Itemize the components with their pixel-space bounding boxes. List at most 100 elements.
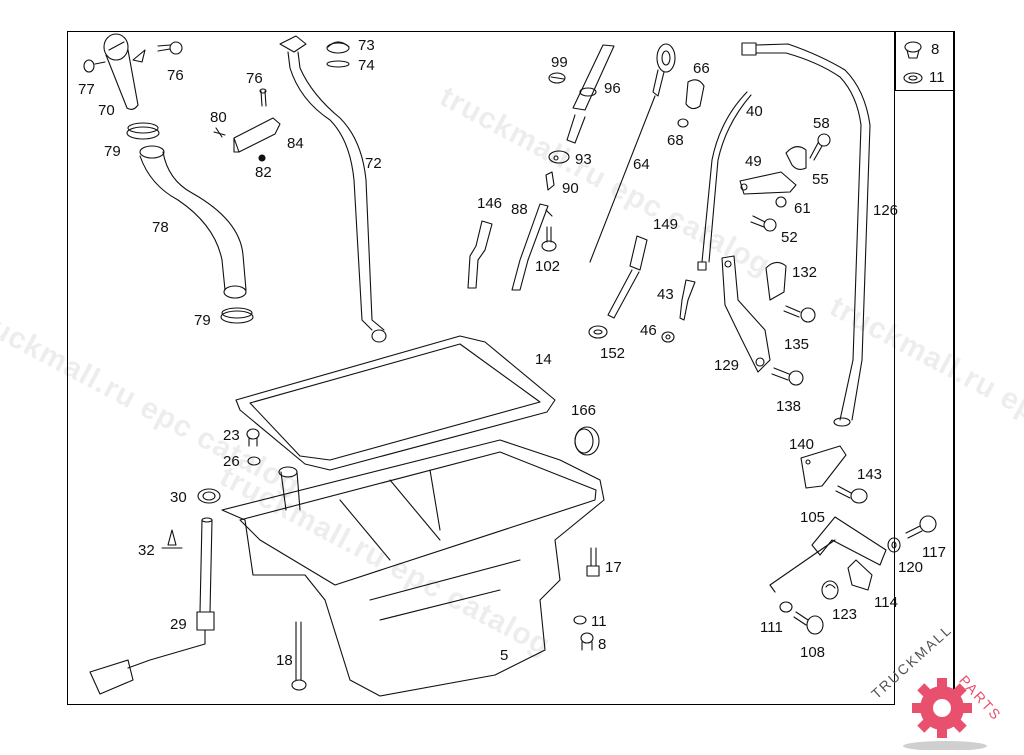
- part-43-fitting[interactable]: [679, 279, 696, 321]
- part-132-clamp[interactable]: [765, 261, 787, 301]
- callout-78[interactable]: 78: [152, 219, 169, 236]
- callout-8[interactable]: 8: [598, 636, 607, 653]
- callout-55[interactable]: 55: [812, 171, 829, 188]
- callout-80[interactable]: 80: [210, 109, 227, 126]
- part-61-nut[interactable]: [775, 196, 787, 208]
- part-14-gasket[interactable]: [235, 335, 556, 471]
- callout-23[interactable]: 23: [223, 427, 240, 444]
- callout-117[interactable]: 117: [922, 544, 946, 561]
- callout-74[interactable]: 74: [358, 57, 375, 74]
- callout-82[interactable]: 82: [255, 164, 272, 181]
- callout-138[interactable]: 138: [776, 398, 802, 415]
- callout-61[interactable]: 61: [794, 200, 811, 217]
- part-73-cap[interactable]: [326, 41, 350, 54]
- part-79-clamp-lower[interactable]: [220, 307, 254, 324]
- callout-79a[interactable]: 79: [104, 143, 121, 160]
- callout-11[interactable]: 11: [591, 613, 607, 630]
- part-17-bolt[interactable]: [586, 547, 600, 577]
- callout-46[interactable]: 46: [640, 322, 657, 339]
- part-5-oil-pan[interactable]: [221, 439, 605, 697]
- part-8-plug[interactable]: [580, 632, 594, 651]
- callout-146[interactable]: 146: [477, 195, 503, 212]
- part-88-bracket[interactable]: [511, 203, 553, 291]
- part-120-washer[interactable]: [887, 537, 901, 553]
- callout-17[interactable]: 17: [605, 559, 622, 576]
- callout-166[interactable]: 166: [571, 402, 597, 419]
- callout-76b[interactable]: 76: [246, 70, 263, 87]
- part-143-bolt[interactable]: [835, 485, 868, 504]
- part-64-dipstick[interactable]: [589, 43, 676, 263]
- part-46-washer[interactable]: [661, 331, 675, 343]
- callout-58[interactable]: 58: [813, 115, 830, 132]
- part-26-seal[interactable]: [247, 456, 261, 466]
- part-102-bolt[interactable]: [541, 226, 557, 252]
- callout-135[interactable]: 135: [784, 336, 810, 353]
- callout-114[interactable]: 114: [874, 594, 898, 611]
- part-152-washer[interactable]: [588, 325, 608, 339]
- part-123-clip[interactable]: [821, 580, 839, 600]
- part-68-o-ring[interactable]: [677, 118, 689, 128]
- callout-108[interactable]: 108: [800, 644, 826, 661]
- part-74-seal[interactable]: [326, 60, 350, 68]
- callout-64[interactable]: 64: [633, 156, 650, 173]
- part-58-bolt[interactable]: [809, 133, 831, 161]
- part-84-bracket[interactable]: [233, 117, 281, 162]
- part-90-fitting[interactable]: [545, 171, 555, 191]
- part-79-clamp-upper[interactable]: [126, 122, 160, 140]
- callout-29[interactable]: 29: [170, 616, 187, 633]
- callout-105[interactable]: 105: [800, 509, 826, 526]
- part-129-strut[interactable]: [721, 255, 771, 373]
- callout-66[interactable]: 66: [693, 60, 710, 77]
- part-18-bolt[interactable]: [291, 621, 307, 691]
- callout-52[interactable]: 52: [781, 229, 798, 246]
- part-11-washer[interactable]: [573, 615, 587, 625]
- callout-40[interactable]: 40: [746, 103, 763, 120]
- part-76-bolt[interactable]: [157, 41, 183, 55]
- part-80-screw[interactable]: [213, 127, 226, 138]
- callout-79b[interactable]: 79: [194, 312, 211, 329]
- callout-102[interactable]: 102: [535, 258, 561, 275]
- callout-129[interactable]: 129: [714, 357, 740, 374]
- callout-18[interactable]: 18: [276, 652, 293, 669]
- part-140-plate[interactable]: [800, 445, 847, 489]
- callout-84[interactable]: 84: [287, 135, 304, 152]
- callout-99[interactable]: 99: [551, 54, 568, 71]
- part-105-bracket[interactable]: [769, 516, 887, 593]
- callout-32[interactable]: 32: [138, 542, 155, 559]
- callout-77[interactable]: 77: [78, 81, 95, 98]
- callout-5[interactable]: 5: [500, 647, 509, 664]
- part-30-seal[interactable]: [197, 488, 221, 504]
- callout-68[interactable]: 68: [667, 132, 684, 149]
- callout-132[interactable]: 132: [792, 264, 818, 281]
- part-70-filler-neck[interactable]: [103, 33, 146, 111]
- callout-72[interactable]: 72: [365, 155, 382, 172]
- part-52-bolt[interactable]: [750, 215, 777, 232]
- part-126-long-tube[interactable]: [741, 42, 871, 427]
- callout-143[interactable]: 143: [857, 466, 883, 483]
- part-111-washer[interactable]: [779, 601, 793, 613]
- callout-90[interactable]: 90: [562, 180, 579, 197]
- callout-126[interactable]: 126: [873, 202, 899, 219]
- callout-43[interactable]: 43: [657, 286, 674, 303]
- callout-26[interactable]: 26: [223, 453, 240, 470]
- part-32-bracket[interactable]: [161, 529, 183, 549]
- part-72-breather-hose[interactable]: [279, 35, 387, 343]
- part-55-clamp[interactable]: [785, 146, 807, 171]
- callout-49[interactable]: 49: [745, 153, 762, 170]
- part-77-nut[interactable]: [83, 59, 106, 73]
- callout-111[interactable]: 111: [760, 619, 783, 636]
- callout-123[interactable]: 123: [832, 606, 858, 623]
- callout-76a[interactable]: 76: [167, 67, 184, 84]
- part-93-clip[interactable]: [548, 150, 570, 164]
- callout-152[interactable]: 152: [600, 345, 626, 362]
- callout-14[interactable]: 14: [535, 351, 552, 368]
- part-166-plug[interactable]: [574, 426, 600, 456]
- part-138-bolt[interactable]: [771, 367, 804, 386]
- part-149-tube[interactable]: [607, 235, 648, 319]
- callout-140[interactable]: 140: [789, 436, 815, 453]
- part-96-dipstick-tube[interactable]: [566, 44, 615, 144]
- part-66-cap[interactable]: [685, 79, 705, 110]
- part-29-sensor[interactable]: [89, 517, 215, 695]
- callout-96[interactable]: 96: [604, 80, 621, 97]
- part-135-bolt[interactable]: [783, 305, 816, 323]
